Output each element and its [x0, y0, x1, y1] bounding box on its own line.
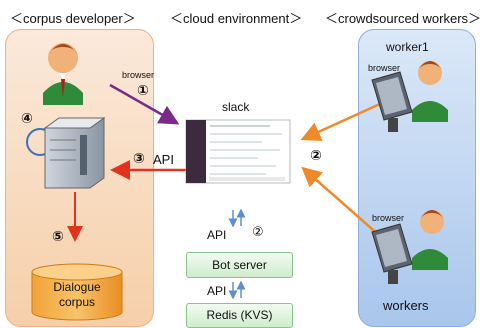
developer-person-icon: [43, 43, 83, 105]
worker1-to-slack-arrow: [300, 102, 381, 141]
worker1-label: worker1: [386, 40, 429, 54]
redis-kvs-box: Redis (KVS): [186, 303, 293, 328]
dialogue-corpus-line-2: corpus: [58, 295, 96, 309]
developer-to-slack-arrow: [109, 83, 180, 125]
worker1-computer-icon: [371, 61, 448, 132]
bot-server-box: Bot server: [186, 252, 293, 278]
slack-api-label: API: [207, 228, 227, 242]
crowdsourced-workers-header: ＜crowdsourced workers＞: [325, 11, 480, 26]
slack-label: slack: [222, 100, 250, 114]
crowdsourced-workers-panel: [358, 29, 476, 327]
worker-step-2-marker: ②: [310, 147, 322, 163]
bot-api-label: API: [207, 284, 227, 298]
step-4-marker: ④: [21, 110, 33, 126]
developer-browser-label: browser: [122, 70, 155, 80]
worker2-computer-icon: [371, 210, 448, 284]
dialogue-corpus-label: Dialogue corpus: [32, 280, 122, 314]
dialogue-corpus-line-1: Dialogue: [53, 280, 101, 294]
workers-label: workers: [383, 298, 429, 313]
server-icon: [26, 117, 106, 189]
cloud-environment-header: ＜cloud environment＞: [170, 11, 303, 26]
dialogue-corpus-cylinder: [31, 263, 123, 321]
server-api-label: API: [153, 152, 174, 167]
corpus-developer-header: ＜corpus developer＞: [10, 11, 136, 26]
step-5-marker: ⑤: [52, 228, 64, 244]
workers-browser-label: browser: [372, 213, 405, 223]
workers-to-slack-arrow: [301, 166, 381, 237]
worker1-browser-label: browser: [368, 63, 401, 73]
slack-screenshot: [185, 119, 291, 184]
slack-api-step-2-marker: ②: [252, 224, 264, 239]
step-1-marker: ①: [137, 82, 149, 98]
step-3-marker: ③: [133, 150, 145, 166]
